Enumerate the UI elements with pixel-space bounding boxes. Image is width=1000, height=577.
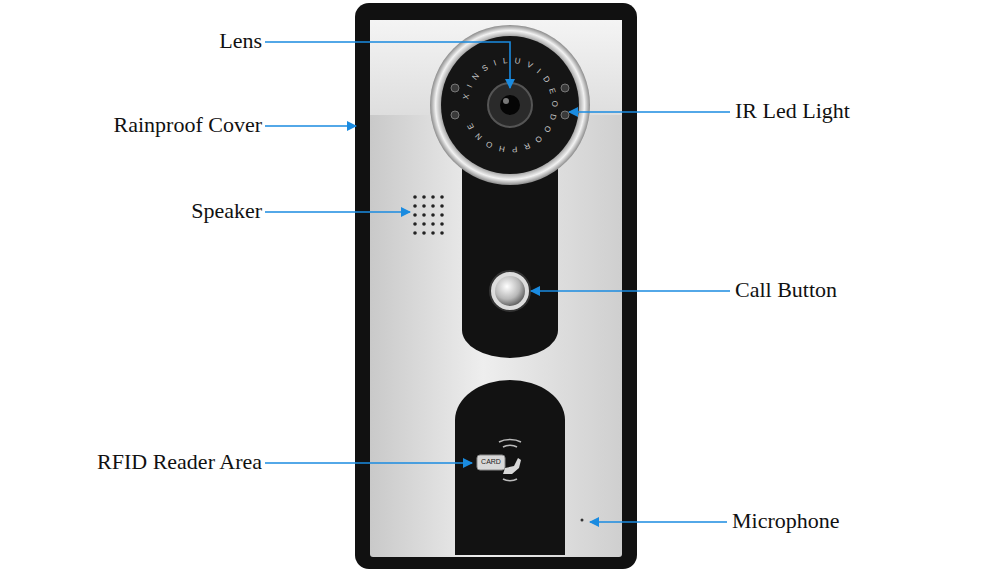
lens-highlight (503, 98, 509, 104)
part-label: Microphone (732, 508, 962, 534)
speaker-hole (431, 204, 435, 208)
speaker-hole (440, 213, 444, 217)
hand-icon (503, 458, 521, 474)
speaker-hole (413, 231, 417, 235)
speaker-hole (431, 231, 435, 235)
speaker-hole (422, 213, 426, 217)
call-button (490, 271, 530, 311)
leader-arrow (265, 211, 410, 213)
leader-arrow (265, 42, 510, 88)
speaker-hole (422, 231, 426, 235)
call-button-cap (495, 276, 525, 306)
speaker-hole (440, 195, 444, 199)
speaker-hole (413, 213, 417, 217)
leader-arrow (590, 521, 727, 523)
speaker-hole (431, 222, 435, 226)
rainproof-cover (355, 3, 637, 569)
speaker-hole (440, 222, 444, 226)
speaker-hole (440, 231, 444, 235)
lens-glass (488, 83, 532, 127)
speaker-hole (440, 204, 444, 208)
speaker-hole (422, 222, 426, 226)
ir-led (561, 84, 569, 92)
ir-led (561, 111, 569, 119)
lens-ring-text: XINSILUVIDEODOORPHONE (461, 56, 559, 154)
part-label: IR Led Light (735, 98, 965, 124)
speaker-hole (413, 195, 417, 199)
speaker-hole (413, 204, 417, 208)
wave-icon (503, 445, 517, 447)
lens-pupil (500, 95, 520, 115)
leader-arrow (531, 290, 730, 292)
speaker-hole (431, 195, 435, 199)
lens-ring-text-path: XINSILUVIDEODOORPHONE (461, 56, 559, 154)
leader-arrow (569, 111, 730, 113)
rfid-panel (455, 380, 565, 555)
leader-arrow (265, 462, 472, 464)
part-label: RFID Reader Area (32, 449, 262, 475)
speaker-hole (422, 195, 426, 199)
speaker-hole (431, 213, 435, 217)
part-label: Rainproof Cover (32, 112, 262, 138)
wave-icon (503, 479, 517, 481)
wave-icon (499, 440, 521, 442)
ir-led (451, 111, 459, 119)
leader-arrow (265, 125, 356, 127)
speaker-hole (413, 222, 417, 226)
card-icon (477, 455, 505, 470)
part-label: Lens (32, 28, 262, 54)
part-label: Call Button (735, 277, 965, 303)
part-label: Speaker (32, 198, 262, 224)
ir-led (451, 84, 459, 92)
speaker-hole (422, 204, 426, 208)
microphone-hole (581, 519, 584, 522)
card-text: CARD (478, 457, 504, 467)
face-plate (370, 20, 622, 557)
